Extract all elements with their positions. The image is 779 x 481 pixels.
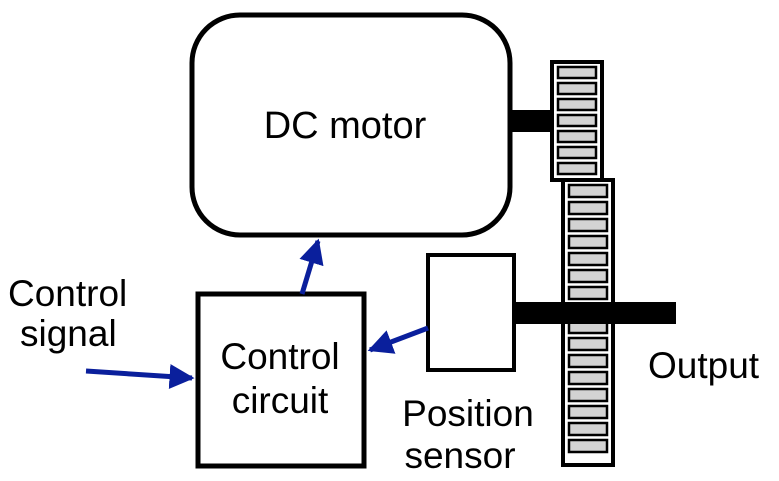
gear-tooth: [556, 129, 598, 144]
gear-tooth: [567, 285, 609, 301]
gear-tooth: [567, 353, 609, 369]
position-sensor-label-line1: Position: [402, 393, 534, 434]
gear-tooth: [567, 234, 609, 250]
output-label: Output: [648, 345, 760, 386]
control-signal-label-line2: signal: [20, 313, 117, 354]
gear-tooth: [567, 336, 609, 352]
gear-tooth: [567, 438, 609, 454]
circuit-to-motor-arrow: [299, 238, 324, 295]
gear-tooth: [567, 268, 609, 284]
motor-shaft: [509, 110, 553, 132]
gear-tooth: [567, 251, 609, 267]
gear-tooth: [567, 183, 609, 199]
gear-tooth: [556, 145, 598, 160]
control-circuit-label-line1: Control: [220, 336, 339, 377]
control-circuit-label-line2: circuit: [232, 380, 329, 421]
motor-pinion-gear: [550, 60, 604, 182]
gear-tooth: [556, 65, 598, 80]
gear-tooth: [556, 113, 598, 128]
output-shaft: [512, 302, 676, 324]
gear-tooth: [567, 404, 609, 420]
gear-tooth: [556, 161, 598, 176]
gear-tooth: [567, 217, 609, 233]
sensor-to-circuit-arrow: [367, 325, 429, 354]
position-sensor-label-line2: sensor: [404, 435, 515, 476]
gear-tooth: [567, 421, 609, 437]
position-sensor-box: [426, 253, 516, 372]
gear-tooth: [567, 200, 609, 216]
gear-tooth: [556, 97, 598, 112]
gear-tooth: [567, 370, 609, 386]
control-circuit-box: [195, 291, 367, 469]
gear-tooth: [567, 387, 609, 403]
gear-tooth: [556, 81, 598, 96]
control-signal-label-line1: Control: [8, 273, 127, 314]
dc-motor-label: DC motor: [264, 105, 427, 147]
control-signal-arrow: [85, 364, 195, 389]
